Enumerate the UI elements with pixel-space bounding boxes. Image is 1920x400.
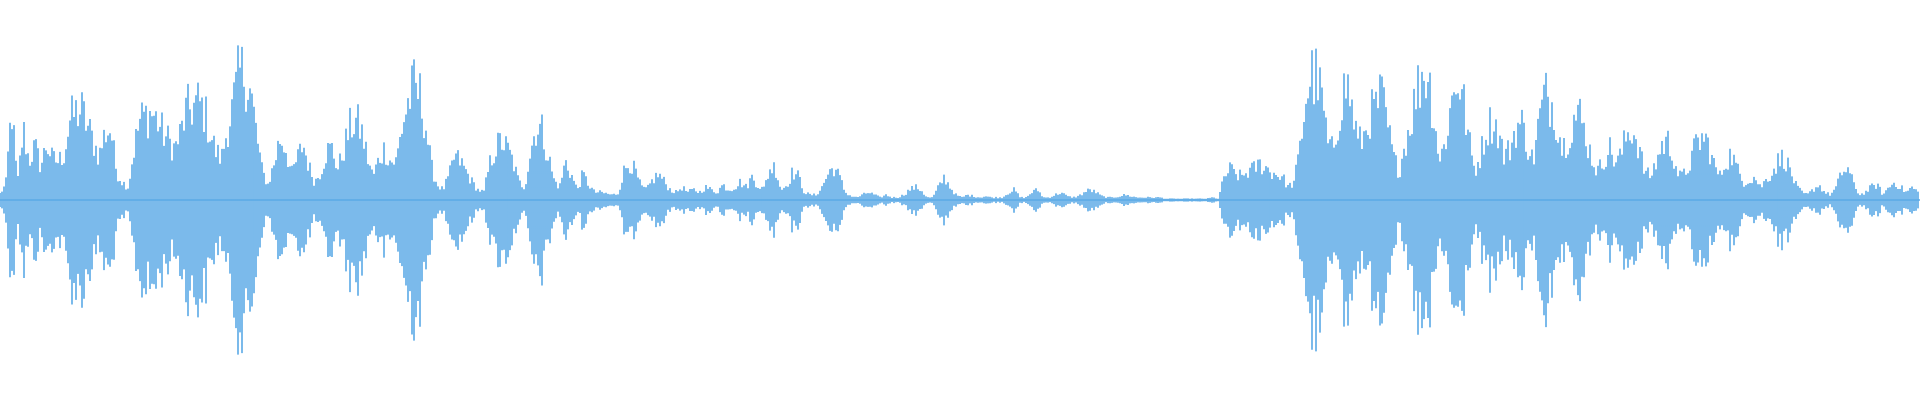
waveform-bars xyxy=(0,45,1920,355)
